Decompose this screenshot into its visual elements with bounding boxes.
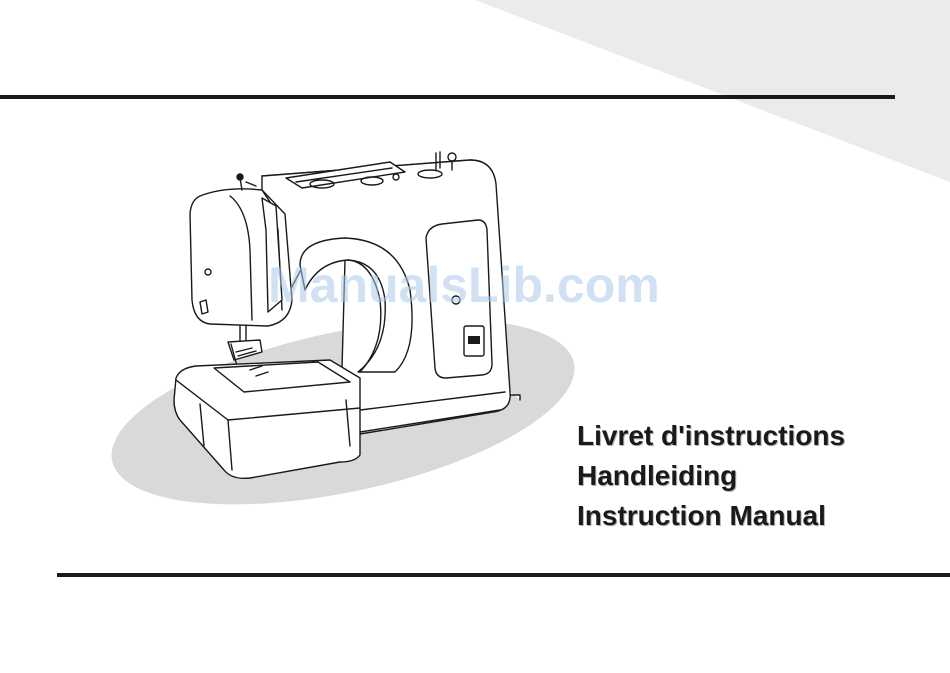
top-rule	[0, 95, 895, 99]
title-dutch: Handleiding	[577, 456, 845, 496]
sewing-machine-illustration	[100, 140, 590, 510]
bottom-rule	[57, 573, 950, 577]
title-french: Livret d'instructions	[577, 416, 845, 456]
manual-titles: Livret d'instructions Handleiding Instru…	[577, 416, 845, 536]
watermark-text: ManualsLib.com	[268, 256, 660, 314]
title-english: Instruction Manual	[577, 496, 845, 536]
